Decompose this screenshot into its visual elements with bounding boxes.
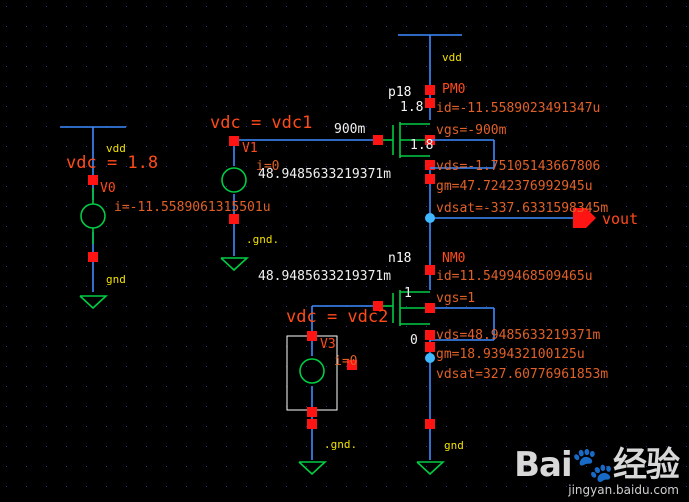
vout-node-dot <box>425 213 435 223</box>
net-label-gnd-v3: .gnd. <box>324 438 357 451</box>
gnd-symbol-v1 <box>220 257 250 272</box>
gnd-symbol-bottom <box>416 461 446 476</box>
nmos-nm0[interactable] <box>373 139 495 429</box>
net-label-gnd-left: gnd <box>106 273 126 286</box>
pmos-l: 1.8 <box>410 138 433 153</box>
pmos-id: id=-11.5589023491347u <box>436 101 600 116</box>
watermark-logo: Bai🐾经验 <box>514 445 680 485</box>
v3-param: vdc = vdc2 <box>286 307 388 327</box>
nmos-vds: vds=48.9485633219371m <box>436 328 601 343</box>
pmos-name: PM0 <box>442 82 465 97</box>
source-v0[interactable] <box>60 126 126 310</box>
source-v1[interactable] <box>220 136 378 272</box>
net-label-vdd-left: vdd <box>106 142 126 155</box>
pmos-vds: vds=-1.75105143667806 <box>436 159 600 174</box>
nmos-pin-gnd <box>425 419 435 429</box>
pmos-vgs: vgs=-900m <box>436 123 507 138</box>
v3-current: i=0 <box>334 354 357 369</box>
nmos-vgs: vgs=1 <box>436 291 475 306</box>
nmos-model: n18 <box>388 251 411 266</box>
v1-pin-top <box>229 136 239 146</box>
pmos-pin-drn2 <box>425 174 435 184</box>
v3-pin-bot <box>307 407 317 417</box>
net-label-gnd-v1: .gnd. <box>246 233 279 246</box>
source-v3[interactable] <box>286 305 378 476</box>
paw-icon: 🐾 <box>571 445 614 485</box>
v0-pin-top <box>88 175 98 185</box>
v3-source-symbol[interactable] <box>299 358 325 384</box>
transistor-column[interactable] <box>373 34 596 476</box>
v0-param: vdc = 1.8 <box>66 153 158 173</box>
net-label-gnd-bottom: gnd <box>444 439 464 452</box>
pmos-gm: gm=47.7242376992945u <box>436 179 593 194</box>
v0-pin-bot <box>88 252 98 262</box>
v1-param: vdc = vdc1 <box>210 113 312 133</box>
nmos-pin-gate <box>373 301 383 311</box>
nmos-w: 1 <box>404 286 412 301</box>
pmos-pin-src2 <box>425 98 435 108</box>
gnd-symbol-left <box>79 295 109 310</box>
pmos-model: p18 <box>388 85 411 100</box>
watermark-brand: Bai <box>514 445 573 485</box>
pmos-pin-src <box>425 85 435 95</box>
pmos-pin-gate <box>373 135 383 145</box>
v1-node-voltage: 900m <box>334 122 365 137</box>
v1-pin-bot <box>229 214 239 224</box>
watermark-url: jingyan.baidu.com <box>568 483 679 497</box>
pmos-w: 1.8 <box>400 100 423 115</box>
nmos-name: NM0 <box>442 251 465 266</box>
vout-pin-symbol[interactable] <box>573 208 596 228</box>
pmos-vdsat: vdsat=-337.6331598345m <box>436 201 608 216</box>
v3-pin-bot2 <box>307 419 317 429</box>
nmos-l: 0 <box>410 333 418 348</box>
nmos-pin-body <box>425 303 435 313</box>
nmos-gate-voltage: 48.9485633219371m <box>258 269 391 284</box>
labels: vdd vdc = 1.8 V0 i=-11.5589061315501u gn… <box>66 51 638 452</box>
nmos-gm: gm=18.939432100125u <box>436 347 585 362</box>
grid-dots <box>6 6 687 487</box>
v0-source-symbol[interactable] <box>80 203 106 229</box>
net-label-vdd-top: vdd <box>442 51 462 64</box>
v0-current: i=-11.5589061315501u <box>114 200 271 215</box>
nmos-id: id=11.5499468509465u <box>436 269 593 284</box>
pmos-drain-voltage: 48.9485633219371m <box>258 167 391 182</box>
nmos-vdsat: vdsat=327.60776961853m <box>436 367 608 382</box>
pmos-pin-drn <box>425 160 435 170</box>
nmos-pin-src <box>425 330 435 340</box>
watermark: Bai🐾经验 jingyan.baidu.com <box>514 445 680 497</box>
nmos-pin-src2 <box>425 342 435 352</box>
v0-name: V0 <box>100 181 116 196</box>
nmos-pin-drn <box>425 265 435 275</box>
gnd-symbol-v3 <box>298 461 328 476</box>
watermark-brand-cn: 经验 <box>613 445 680 485</box>
v3-pin-top <box>307 331 317 341</box>
v3-name: V3 <box>320 337 336 352</box>
v1-name: V1 <box>242 141 258 156</box>
v1-source-symbol[interactable] <box>221 167 247 193</box>
v1-current: i=0 <box>256 159 279 174</box>
v3-pin-side <box>347 360 357 370</box>
nmos-src-node-dot <box>425 353 435 363</box>
net-label-vout: vout <box>602 210 638 228</box>
